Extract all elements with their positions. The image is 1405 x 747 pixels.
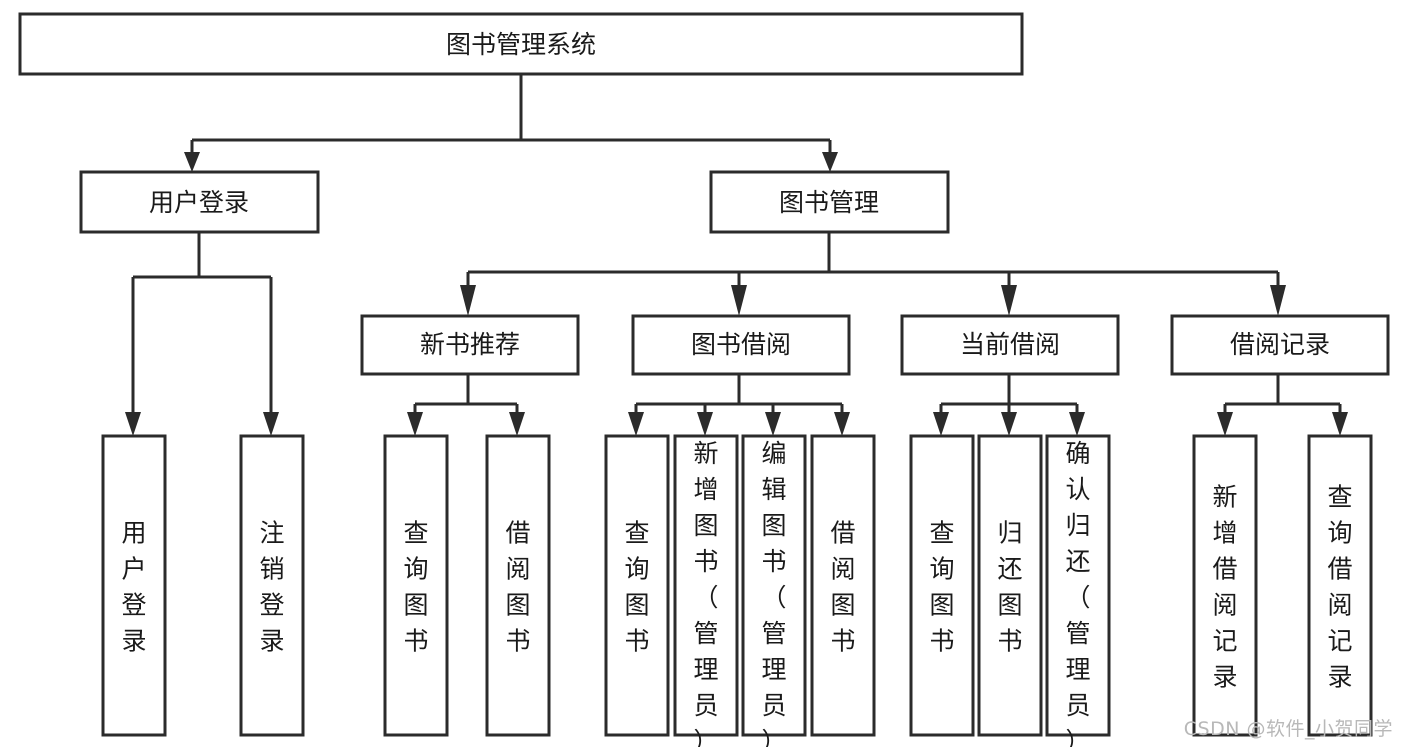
leaf-user-login-box[interactable] [101, 434, 167, 737]
leaf-query-book-current-box[interactable] [909, 434, 975, 737]
root-label: 图书管理系统 [446, 30, 596, 59]
connector-group-new-book-to-leaves [407, 374, 525, 436]
node-leaf-add-borrow-record[interactable]: 新增借阅记录 [1192, 434, 1258, 737]
leaf-add-book-box[interactable] [673, 434, 739, 737]
leaf-return-book-box[interactable] [977, 434, 1043, 737]
leaf-borrow-book-recommend-label: 借阅图书 [505, 519, 530, 656]
book-borrow-label: 图书借阅 [691, 330, 791, 359]
leaf-confirm-return-label: 确认归还（管理员） [1065, 439, 1090, 747]
node-leaf-query-book-borrow[interactable]: 查询图书 [604, 434, 670, 737]
leaf-edit-book-label: 编辑图书（管理员） [761, 439, 786, 747]
arrow-head-leaf-add-record [1217, 412, 1233, 436]
book-borrow-box[interactable] [631, 314, 851, 376]
node-book-management[interactable]: 图书管理 [709, 170, 950, 234]
arrow-head-leaf-add-book [697, 412, 713, 436]
leaf-query-borrow-record-box[interactable] [1307, 434, 1373, 737]
arrow-head-leaf-return-book [1001, 412, 1017, 436]
node-leaf-return-book[interactable]: 归还图书 [977, 434, 1043, 737]
connector-group-book-borrow-to-leaves [628, 374, 850, 436]
borrow-record-label: 借阅记录 [1230, 330, 1330, 359]
leaf-query-book-current-label: 查询图书 [929, 519, 954, 656]
node-leaf-borrow-book[interactable]: 借阅图书 [810, 434, 876, 737]
connector-group-borrow-record-to-leaves [1217, 374, 1348, 436]
leaf-logout-box[interactable] [239, 434, 305, 737]
current-borrow-box[interactable] [900, 314, 1120, 376]
connector-group-current-borrow-to-leaves [933, 374, 1085, 436]
node-leaf-add-book[interactable]: 新增图书（管理员） [673, 434, 739, 747]
connector-root-branch [190, 74, 832, 155]
leaf-add-borrow-record-box[interactable] [1192, 434, 1258, 737]
arrow-head-to-user-login [184, 152, 200, 172]
connector-group-user-login-to-leaves [125, 232, 279, 436]
node-leaf-borrow-book-recommend[interactable]: 借阅图书 [485, 434, 551, 737]
node-leaf-query-book-current[interactable]: 查询图书 [909, 434, 975, 737]
arrow-head-to-book-manage [822, 152, 838, 172]
connector-group-root-to-level2 [184, 74, 838, 172]
node-borrow-record[interactable]: 借阅记录 [1170, 314, 1390, 376]
root-box[interactable] [18, 12, 1024, 76]
leaf-query-book-recommend-box[interactable] [383, 434, 449, 737]
node-book-borrow[interactable]: 图书借阅 [631, 314, 851, 376]
leaf-borrow-book-label: 借阅图书 [830, 519, 855, 656]
arrow-head-leaf-borrow-book-1 [509, 412, 525, 436]
arrow-head-leaf-edit-book [765, 412, 781, 436]
leaf-query-book-recommend-label: 查询图书 [403, 519, 428, 656]
leaf-logout-label: 注销登录 [259, 519, 284, 656]
connector-borrow-record-branch [1223, 374, 1342, 418]
user-login-box[interactable] [79, 170, 320, 234]
node-root-book-management-system[interactable]: 图书管理系统 [18, 12, 1024, 76]
new-book-recommend-box[interactable] [360, 314, 580, 376]
book-management-box[interactable] [709, 170, 950, 234]
arrow-head-leaf-query-record [1332, 412, 1348, 436]
arrow-head-leaf-borrow-book-2 [834, 412, 850, 436]
node-leaf-user-login[interactable]: 用户登录 [101, 434, 167, 737]
leaf-borrow-book-recommend-box[interactable] [485, 434, 551, 737]
node-leaf-query-borrow-record[interactable]: 查询借阅记录 [1307, 434, 1373, 737]
leaf-query-borrow-record-label: 查询借阅记录 [1327, 483, 1352, 692]
arrow-head-leaf-query-book-3 [933, 412, 949, 436]
arrow-head-leaf-query-book-1 [407, 412, 423, 436]
arrow-head-to-book-borrow [731, 285, 747, 316]
current-borrow-label: 当前借阅 [960, 330, 1060, 359]
arrow-head-leaf-user-login [125, 412, 141, 436]
node-current-borrow[interactable]: 当前借阅 [900, 314, 1120, 376]
leaf-query-book-borrow-label: 查询图书 [624, 519, 649, 656]
node-leaf-edit-book[interactable]: 编辑图书（管理员） [741, 434, 807, 747]
connector-new-book-branch [413, 374, 519, 418]
arrow-head-leaf-query-book-2 [628, 412, 644, 436]
leaf-edit-book-box[interactable] [741, 434, 807, 737]
leaf-user-login-label: 用户登录 [121, 519, 146, 656]
node-leaf-query-book-recommend[interactable]: 查询图书 [383, 434, 449, 737]
connector-current-borrow-branch [939, 374, 1079, 418]
leaf-query-book-borrow-box[interactable] [604, 434, 670, 737]
leaf-return-book-label: 归还图书 [997, 519, 1022, 656]
connector-book-borrow-branch [634, 374, 844, 418]
arrow-head-leaf-logout [263, 412, 279, 436]
node-leaf-logout[interactable]: 注销登录 [239, 434, 305, 737]
connector-user-login-branch [131, 232, 273, 418]
book-management-label: 图书管理 [779, 188, 879, 217]
leaf-add-borrow-record-label: 新增借阅记录 [1212, 483, 1237, 692]
node-leaf-confirm-return[interactable]: 确认归还（管理员） [1045, 434, 1111, 747]
borrow-record-box[interactable] [1170, 314, 1390, 376]
connector-group-book-manage-to-level3 [460, 232, 1286, 316]
connector-book-manage-branch [466, 232, 1280, 288]
leaf-confirm-return-box[interactable] [1045, 434, 1111, 737]
arrow-head-to-current-borrow [1001, 285, 1017, 316]
node-new-book-recommend[interactable]: 新书推荐 [360, 314, 580, 376]
arrow-head-to-new-book [460, 285, 476, 316]
new-book-recommend-label: 新书推荐 [420, 330, 520, 359]
user-login-label: 用户登录 [149, 188, 249, 217]
arrow-head-leaf-confirm-return [1069, 412, 1085, 436]
node-user-login[interactable]: 用户登录 [79, 170, 320, 234]
arrow-head-to-borrow-record [1270, 285, 1286, 316]
leaf-add-book-label: 新增图书（管理员） [693, 439, 718, 747]
leaf-borrow-book-box[interactable] [810, 434, 876, 737]
